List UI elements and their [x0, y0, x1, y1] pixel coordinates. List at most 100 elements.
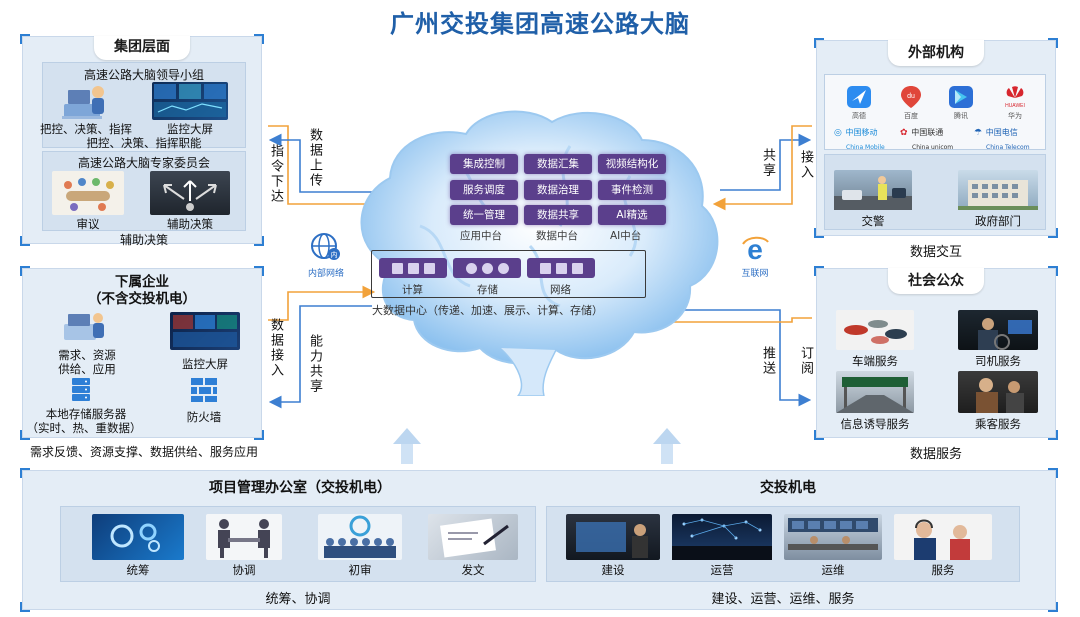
subsidiary-title-line1: 下属企业 — [115, 274, 169, 290]
public-header: 社会公众 — [888, 268, 984, 294]
baidu-logo-icon: du — [901, 86, 921, 108]
chip-data-aggregation: 数据汇集 — [524, 154, 592, 174]
logo-huawei-label: 华为 — [1008, 112, 1022, 120]
intranet-badge: 内 — [331, 250, 338, 259]
pmo-review-image — [318, 514, 402, 560]
chip-ai-selection: AI精选 — [598, 205, 666, 225]
pmo-footer: 统筹、协调 — [265, 592, 331, 607]
internet-badge: e — [747, 234, 763, 264]
needs-label-line1: 需求、资源 — [58, 348, 116, 362]
public-footer: 数据服务 — [909, 447, 962, 462]
pmo-document-image — [428, 514, 518, 560]
pmo-item-label-0: 统筹 — [126, 563, 150, 577]
flow-left-bot-b: 能力共享 — [307, 334, 322, 394]
government-building-image — [958, 170, 1038, 210]
dc-caption: 大数据中心（传递、加速、展示、计算、存储） — [372, 304, 603, 317]
needs-label-line2: 供给、应用 — [58, 362, 116, 376]
logo-tencent-label: 腾讯 — [954, 112, 968, 120]
jtjd-item-label-3: 服务 — [931, 563, 955, 577]
group-footer: 辅助决策 — [119, 233, 168, 247]
group-header: 集团层面 — [94, 36, 190, 60]
dc-storage-label: 存储 — [477, 284, 498, 296]
traffic-police-label: 交警 — [861, 214, 885, 228]
up-arrow-left — [393, 428, 421, 444]
experts-meeting-image — [52, 171, 124, 215]
jtjd-header: 交投机电 — [760, 480, 816, 496]
intranet-globe-icon: 内 — [311, 233, 340, 260]
platform-data: 数据中台 — [536, 230, 578, 242]
carrier-unicom-en: China unicom — [912, 144, 954, 151]
experts-decision-image — [150, 171, 230, 215]
external-footer: 数据交互 — [909, 245, 962, 260]
leadership-footer: 把控、决策、指挥职能 — [86, 136, 202, 150]
pmo-collaboration-image — [206, 514, 282, 560]
flow-left-top-b: 数据上传 — [307, 128, 322, 188]
flow-right-top-b: 接入 — [798, 150, 813, 180]
dc-storage-chip — [453, 258, 521, 278]
passenger-service-image — [958, 371, 1038, 413]
flow-left-top-a: 指令下达 — [268, 144, 283, 204]
internet-label: 互联网 — [741, 269, 769, 279]
intranet-label: 内部网络 — [307, 269, 344, 279]
experts-item1-label: 审议 — [76, 217, 100, 231]
dc-compute-label: 计算 — [402, 284, 423, 296]
storage-server-icon — [72, 378, 90, 401]
carrier-unicom-name: 中国联通 — [911, 128, 944, 137]
storage-label-line2: （实时、热、重数据） — [26, 421, 142, 435]
subsidiary-footer: 需求反馈、资源支撑、数据供给、服务应用 — [29, 445, 258, 459]
experts-item2-label: 辅助决策 — [167, 217, 213, 231]
info-guidance-image — [836, 371, 914, 413]
external-header: 外部机构 — [888, 40, 984, 66]
carrier-unicom-logo: ✿ 中国联通 China unicom — [900, 124, 972, 152]
subsidiary-title-line2: （不含交投机电） — [88, 291, 196, 307]
traffic-police-image — [834, 170, 912, 210]
chip-unified-management: 统一管理 — [450, 205, 518, 225]
carrier-mobile-name: 中国移动 — [845, 128, 878, 137]
passenger-service-label: 乘客服务 — [975, 417, 1021, 431]
vehicle-service-label: 车端服务 — [852, 354, 898, 368]
pmo-item-label-2: 初审 — [348, 563, 372, 577]
tencent-logo-icon — [949, 86, 973, 108]
brain-graphic — [360, 110, 719, 396]
huawei-logo-mark: HUAWEI — [1005, 103, 1025, 109]
leadership-monitor-image — [152, 82, 228, 120]
logo-gaode-label: 高德 — [852, 112, 866, 120]
page-title: 广州交投集团高速公路大脑 — [390, 10, 690, 38]
gaode-logo-icon — [847, 86, 871, 108]
carrier-telecom-icon: ☂ — [974, 128, 983, 138]
jtjd-item-label-2: 运维 — [821, 563, 845, 577]
internet-e-icon: e — [742, 234, 769, 264]
platform-application: 应用中台 — [460, 230, 502, 242]
dc-network-label: 网络 — [550, 284, 571, 296]
flow-right-bot-a: 推送 — [760, 346, 775, 376]
chip-integrated-control: 集成控制 — [450, 154, 518, 174]
jtjd-construction-image — [566, 514, 660, 560]
jtjd-item-label-0: 建设 — [601, 563, 625, 577]
baidu-logo-mark: du — [907, 93, 915, 100]
firewall-label: 防火墙 — [186, 410, 222, 424]
carrier-mobile-icon: ◎ — [834, 128, 842, 138]
needs-person-icon — [64, 313, 104, 340]
driver-service-image — [958, 310, 1038, 350]
driver-service-label: 司机服务 — [975, 354, 1021, 368]
pmo-item-label-3: 发文 — [461, 563, 485, 577]
pmo-item-label-1: 协调 — [232, 563, 256, 577]
government-label: 政府部门 — [975, 214, 1021, 228]
flow-left-bot-a: 数据接入 — [268, 318, 283, 378]
chip-video-structuring: 视频结构化 — [598, 154, 666, 174]
carrier-telecom-en: China Telecom — [986, 144, 1030, 151]
subsidiary-panel — [20, 266, 264, 440]
jtjd-operation-image — [672, 514, 772, 560]
storage-label-line1: 本地存储服务器 — [45, 407, 127, 421]
up-arrow-right-stem — [661, 442, 673, 464]
chip-service-dispatch: 服务调度 — [450, 180, 518, 200]
huawei-logo-icon: HUAWEI — [1005, 86, 1025, 109]
jtjd-item-label-1: 运营 — [710, 563, 734, 577]
chip-event-detection: 事件检测 — [598, 180, 666, 200]
leadership-item2-label: 监控大屏 — [167, 122, 213, 136]
subsidiary-monitor-image — [170, 312, 240, 350]
data-center-box — [371, 250, 646, 298]
leadership-title: 高速公路大脑领导小组 — [83, 68, 204, 82]
leadership-person-icon — [62, 86, 104, 119]
